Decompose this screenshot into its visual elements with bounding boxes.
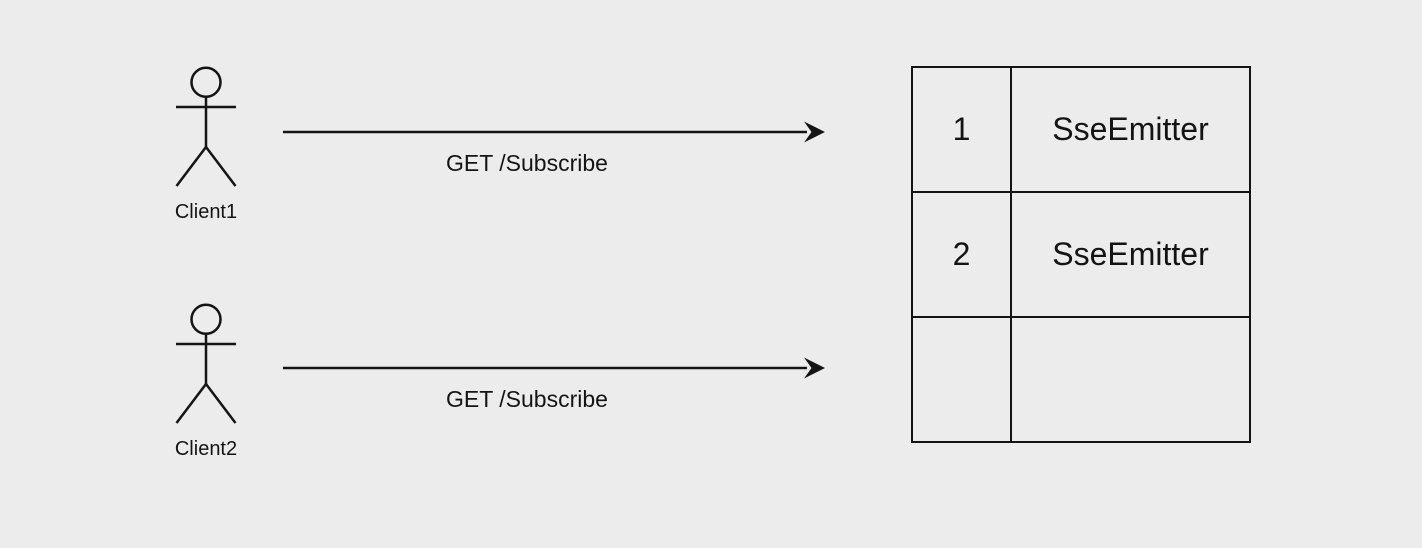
actor-right-leg [205, 146, 237, 187]
actor-left-leg [175, 146, 207, 187]
actor-left-leg [175, 383, 207, 424]
table-cell-id: 2 [911, 191, 1012, 318]
request-label: GET /Subscribe [446, 386, 608, 412]
actor-right-leg [205, 383, 237, 424]
arrow-head [804, 357, 825, 379]
actor-label-client2: Client2 [174, 438, 238, 460]
request-arrow-icon [283, 121, 825, 143]
stick-figure-icon [175, 303, 237, 424]
arrow-head [804, 121, 825, 143]
actor-head [190, 66, 222, 98]
table-cell-emitter: SseEmitter [1010, 191, 1251, 318]
table-cell-emitter: SseEmitter [1010, 66, 1251, 193]
stick-figure-icon [175, 66, 237, 187]
actor-head [190, 303, 222, 335]
table-row: 1 SseEmitter [911, 66, 1251, 193]
request-label: GET /Subscribe [446, 150, 608, 176]
request-arrow-icon [283, 357, 825, 379]
table-row [911, 316, 1251, 443]
actor-label-client1: Client1 [174, 201, 238, 223]
table-cell-id [911, 316, 1012, 443]
table-row: 2 SseEmitter [911, 191, 1251, 318]
emitter-table: 1 SseEmitter 2 SseEmitter [911, 66, 1251, 443]
table-cell-id: 1 [911, 66, 1012, 193]
table-cell-emitter [1010, 316, 1251, 443]
